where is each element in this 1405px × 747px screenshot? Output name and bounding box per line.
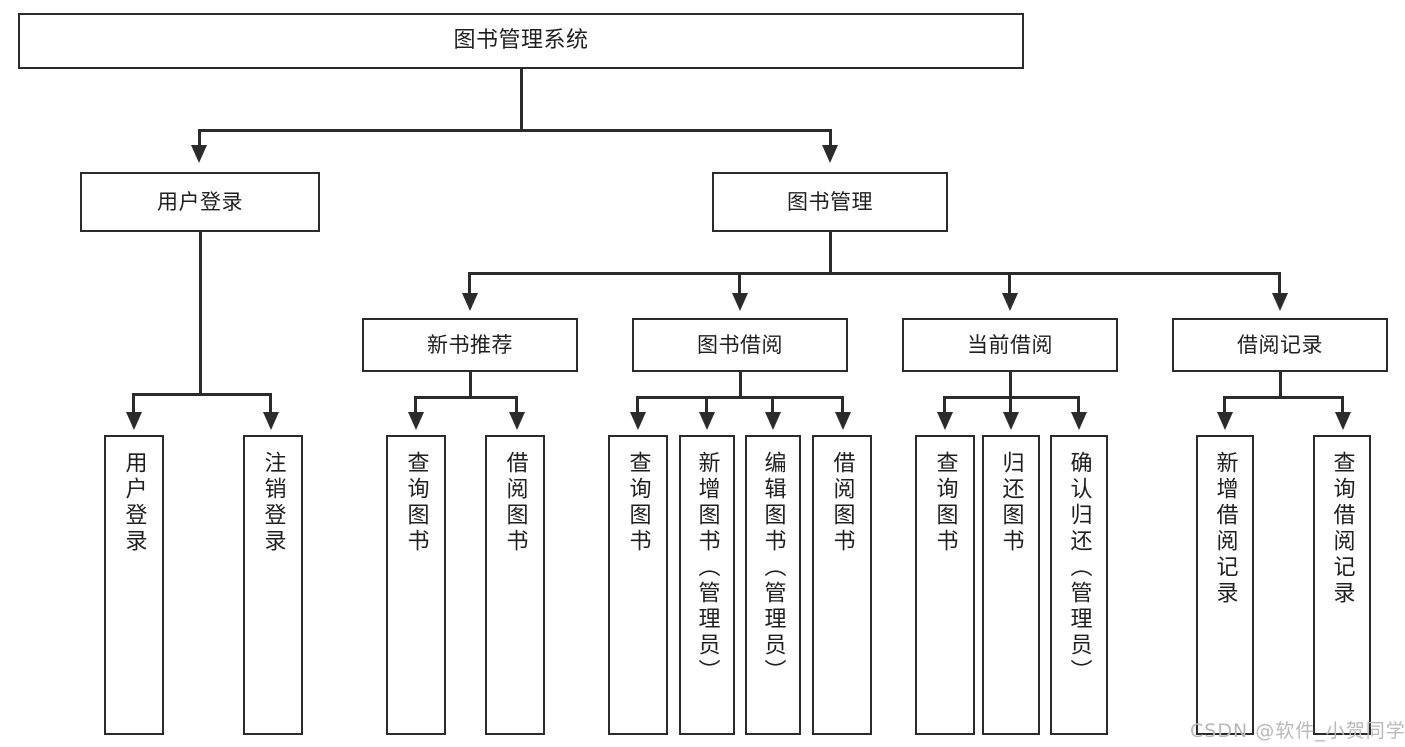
connector-user-login-bus	[132, 393, 271, 396]
arrow-to-book-borrow	[732, 293, 748, 311]
arrow-to-leaf-add-record	[1217, 412, 1233, 430]
arrow-to-new-book-recommend	[462, 293, 478, 311]
node-label: 用户登录	[121, 451, 147, 555]
connector-br-stem	[1279, 372, 1282, 398]
leaf-confirm-return-admin[interactable]: 确认归还（管理员）	[1050, 435, 1108, 735]
connector-user-login-drop-1	[132, 393, 135, 415]
connector-bb-drop-4	[841, 396, 844, 415]
node-label: 新增借阅记录	[1212, 451, 1238, 607]
arrow-to-leaf-query-record	[1335, 412, 1351, 430]
node-label: 借阅图书	[829, 451, 855, 555]
node-label: 编辑图书（管理员）	[760, 451, 786, 685]
leaf-query-book-current[interactable]: 查询图书	[915, 435, 975, 735]
node-label: 查询图书	[625, 451, 651, 555]
node-borrow-record[interactable]: 借阅记录	[1172, 318, 1388, 372]
node-label: 当前借阅	[967, 332, 1053, 357]
connector-root-bus	[198, 129, 832, 132]
leaf-query-book-recommend[interactable]: 查询图书	[386, 435, 446, 735]
connector-nbr-drop-2	[515, 396, 518, 415]
node-label: 归还图书	[998, 451, 1024, 555]
connector-bb-drop-2	[705, 396, 708, 415]
node-root-system[interactable]: 图书管理系统	[18, 13, 1024, 69]
arrow-to-leaf-logout	[263, 412, 279, 430]
leaf-query-book-borrow[interactable]: 查询图书	[608, 435, 668, 735]
csdn-watermark: CSDN @软件_小贺同学	[1190, 720, 1405, 742]
node-label: 查询图书	[932, 451, 958, 555]
connector-user-login-drop-2	[269, 393, 272, 415]
leaf-edit-book-admin[interactable]: 编辑图书（管理员）	[745, 435, 801, 735]
leaf-logout[interactable]: 注销登录	[243, 435, 303, 735]
arrow-to-leaf-query-book-cb	[937, 412, 953, 430]
arrow-root-to-user-login	[191, 145, 207, 163]
node-label: 确认归还（管理员）	[1066, 451, 1092, 685]
connector-br-drop-1	[1223, 396, 1226, 415]
connector-bm-drop-3	[1008, 272, 1011, 296]
node-book-management[interactable]: 图书管理	[712, 172, 948, 232]
arrow-to-leaf-borrow-book-nbr	[509, 412, 525, 430]
arrow-to-current-borrow	[1002, 293, 1018, 311]
connector-cb-drop-2	[1009, 396, 1012, 415]
arrow-root-to-book-mgmt	[822, 145, 838, 163]
arrow-to-leaf-borrow-book-bb	[835, 412, 851, 430]
node-label: 查询借阅记录	[1329, 451, 1355, 607]
connector-book-mgmt-stem	[829, 232, 832, 274]
node-label: 图书管理系统	[453, 28, 589, 54]
connector-nbr-bus	[414, 396, 518, 399]
connector-nbr-drop-1	[414, 396, 417, 415]
connector-br-drop-2	[1341, 396, 1344, 415]
arrow-to-leaf-query-book-nbr	[408, 412, 424, 430]
arrow-to-borrow-record	[1272, 293, 1288, 311]
connector-user-login-stem	[199, 232, 202, 395]
connector-bm-drop-2	[738, 272, 741, 296]
node-book-borrow[interactable]: 图书借阅	[632, 318, 848, 372]
arrow-to-leaf-confirm-return	[1071, 412, 1087, 430]
node-label: 注销登录	[260, 451, 286, 555]
connector-root-to-user-login	[198, 129, 201, 147]
arrow-to-leaf-user-login	[126, 412, 142, 430]
arrow-to-leaf-edit-book	[765, 412, 781, 430]
connector-root-stem	[520, 69, 523, 131]
node-label: 借阅记录	[1237, 332, 1323, 357]
leaf-add-borrow-record[interactable]: 新增借阅记录	[1196, 435, 1254, 735]
arrow-to-leaf-query-book-bb	[630, 412, 646, 430]
leaf-borrow-book[interactable]: 借阅图书	[812, 435, 872, 735]
connector-cb-drop-3	[1077, 396, 1080, 415]
node-new-book-recommend[interactable]: 新书推荐	[362, 318, 578, 372]
connector-bb-bus	[636, 396, 844, 399]
leaf-query-borrow-record[interactable]: 查询借阅记录	[1313, 435, 1371, 735]
node-label: 查询图书	[403, 451, 429, 555]
leaf-user-login[interactable]: 用户登录	[104, 435, 164, 735]
connector-bb-drop-1	[636, 396, 639, 415]
leaf-borrow-book-recommend[interactable]: 借阅图书	[485, 435, 545, 735]
connector-bb-drop-3	[771, 396, 774, 415]
connector-bm-drop-1	[468, 272, 471, 296]
node-label: 图书管理	[787, 189, 873, 214]
connector-br-bus	[1223, 396, 1343, 399]
node-label: 新书推荐	[427, 332, 513, 357]
arrow-to-leaf-return-book	[1003, 412, 1019, 430]
node-label: 用户登录	[157, 189, 243, 214]
connector-book-mgmt-bus	[468, 272, 1280, 275]
leaf-return-book[interactable]: 归还图书	[982, 435, 1040, 735]
node-current-borrow[interactable]: 当前借阅	[902, 318, 1118, 372]
leaf-add-book-admin[interactable]: 新增图书（管理员）	[679, 435, 735, 735]
arrow-to-leaf-add-book	[699, 412, 715, 430]
connector-cb-drop-1	[943, 396, 946, 415]
node-label: 新增图书（管理员）	[694, 451, 720, 685]
node-label: 借阅图书	[502, 451, 528, 555]
connector-nbr-stem	[469, 372, 472, 398]
connector-cb-stem	[1009, 372, 1012, 398]
connector-bm-drop-4	[1278, 272, 1281, 296]
node-user-login[interactable]: 用户登录	[80, 172, 320, 232]
node-label: 图书借阅	[697, 332, 783, 357]
connector-root-to-book-mgmt	[829, 129, 832, 147]
connector-bb-stem	[739, 372, 742, 398]
